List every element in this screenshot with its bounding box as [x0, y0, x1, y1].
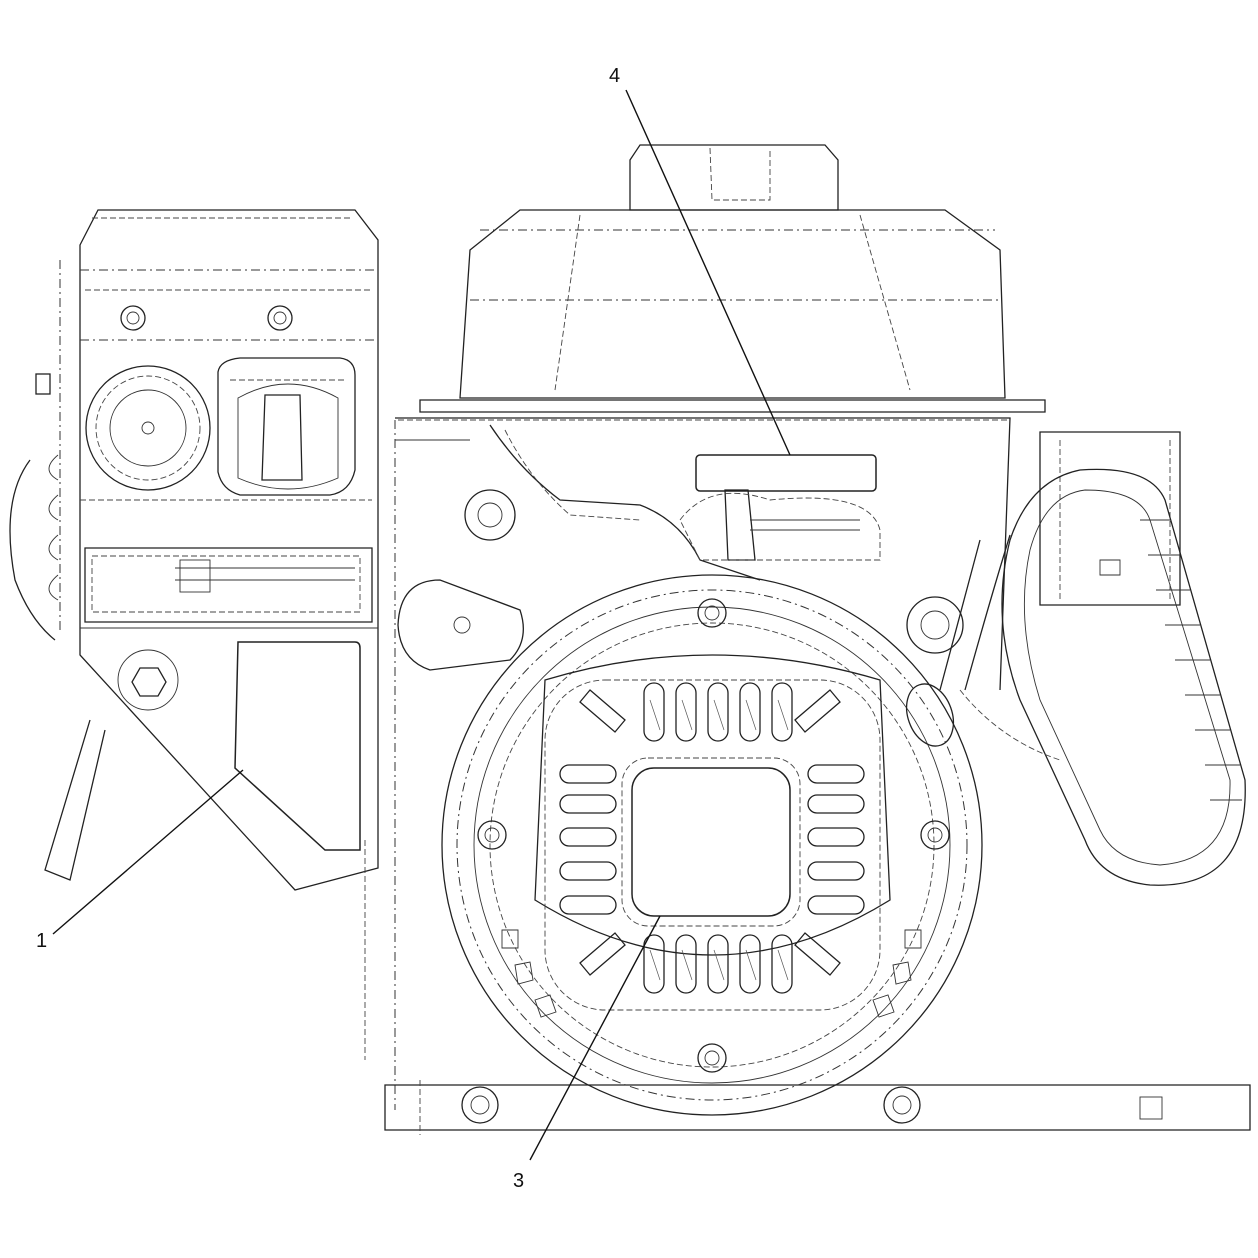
leader-lines	[52, 89, 791, 1161]
decal-1-panel-label	[234, 641, 361, 851]
engine-block	[364, 417, 1251, 1135]
decal-3-recoil-label	[631, 767, 791, 917]
decal-4-fan-housing-label	[695, 454, 877, 492]
leader-line-3	[529, 915, 661, 1161]
starter-handle	[905, 468, 1246, 886]
callout-4: 4	[609, 65, 620, 87]
recoil-starter	[441, 574, 983, 1116]
callout-3: 3	[513, 1170, 524, 1192]
air-cleaner-cover	[398, 144, 1046, 421]
leader-line-1	[52, 769, 244, 935]
control-panel	[9, 209, 379, 891]
callout-1: 1	[36, 930, 47, 952]
leader-line-4	[625, 89, 791, 456]
